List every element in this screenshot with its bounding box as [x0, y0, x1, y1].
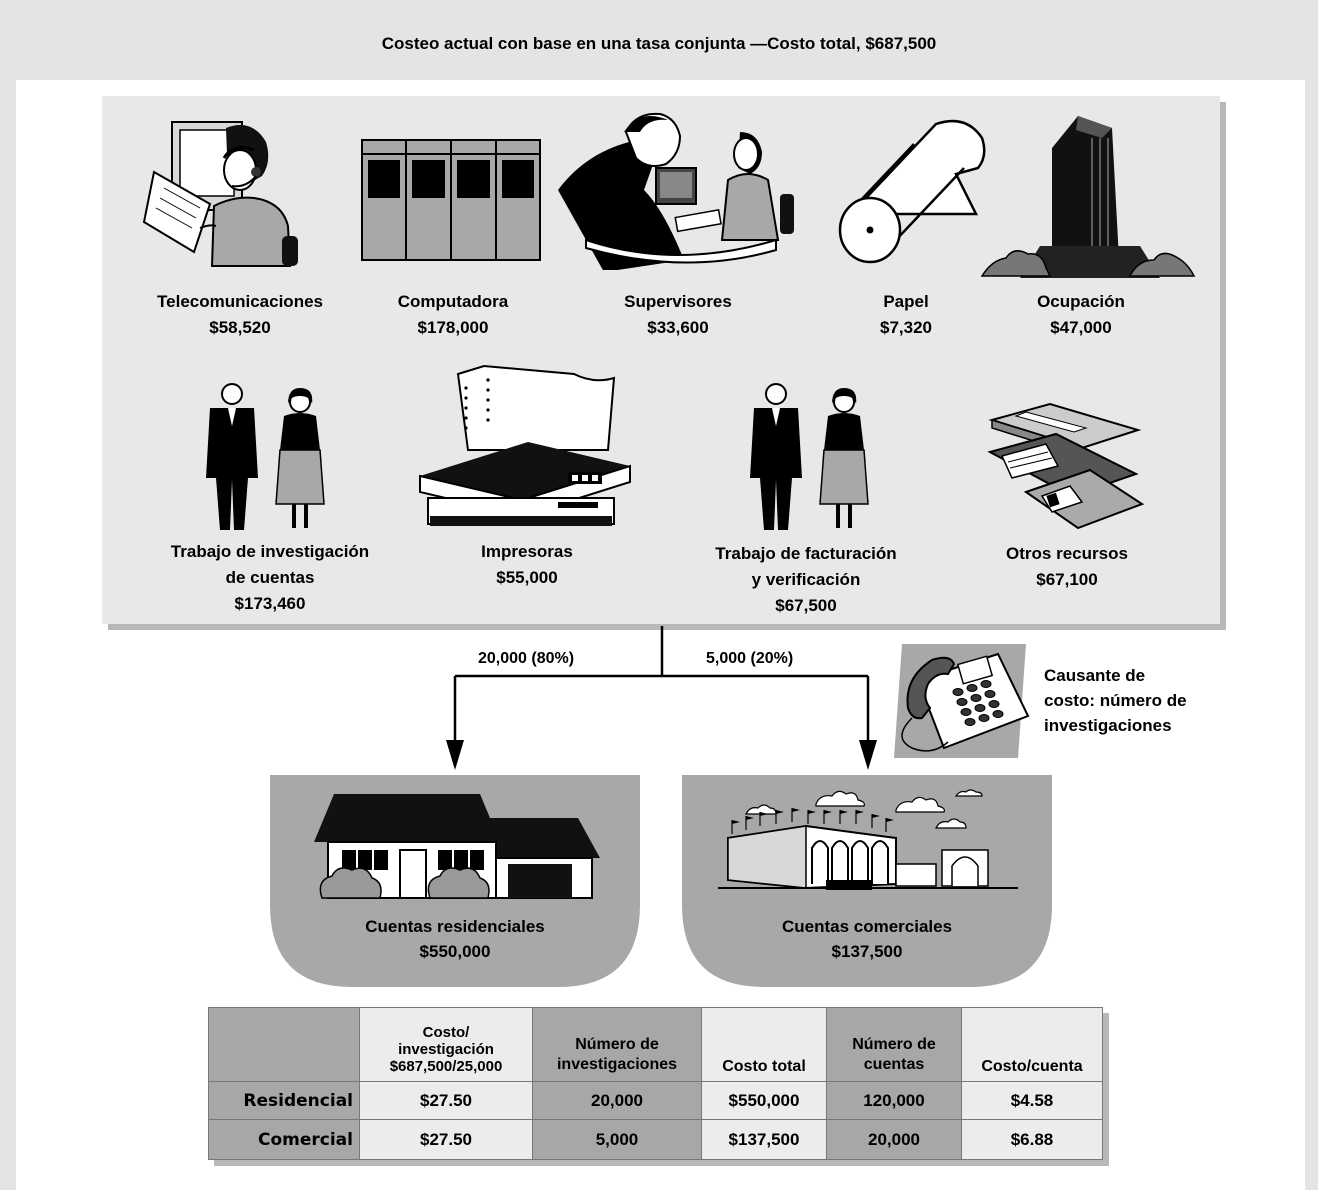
cell-accounts: 20,000 — [826, 1119, 962, 1160]
supervisors-icon — [558, 112, 794, 270]
resource-telecom-label: Telecomunicaciones$58,520 — [157, 292, 323, 337]
table-corner-cell — [208, 1007, 360, 1082]
building-icon — [980, 116, 1196, 278]
telephone-operator-icon — [142, 121, 298, 267]
table-row: Comercial $27.50 5,000 $137,500 20,000 $… — [208, 1119, 1103, 1160]
resource-computer-label: Computadora$178,000 — [397, 292, 509, 337]
table-header-row: Costo/ investigación $687,500/25,000 Núm… — [208, 1007, 1103, 1082]
house-icon — [314, 794, 600, 899]
header-cost-per-account: Costo/cuenta — [961, 1007, 1103, 1082]
cell-cost-per-account: $6.88 — [961, 1119, 1103, 1160]
cell-cost-per-inquiry: $27.50 — [359, 1119, 533, 1160]
cell-cost-per-inquiry: $27.50 — [359, 1081, 533, 1120]
row-label-commercial: Comercial — [208, 1119, 360, 1160]
flow-label-residential: 20,000 (80%) — [478, 650, 575, 667]
resource-printers-label: Impresoras$55,000 — [481, 542, 573, 587]
cell-total-cost: $137,500 — [701, 1119, 827, 1160]
commercial-accounts-label: Cuentas comerciales $137,500 — [781, 917, 953, 961]
header-total-cost: Costo total — [701, 1007, 827, 1082]
cell-cost-per-account: $4.58 — [961, 1081, 1103, 1120]
cell-inquiries: 20,000 — [532, 1081, 702, 1120]
floppy-disks-icon — [987, 402, 1145, 530]
computer-cabinets-icon — [361, 139, 541, 261]
resource-occupancy-label: Ocupación$47,000 — [1037, 292, 1125, 337]
table-row: Residencial $27.50 20,000 $550,000 120,0… — [208, 1081, 1103, 1120]
header-number-of-inquiries: Número de investigaciones — [532, 1007, 702, 1082]
figure-title: Costeo actual con base en una tasa conju… — [381, 34, 937, 53]
workers-icon — [750, 383, 869, 530]
arrowhead-right — [859, 740, 877, 770]
cell-total-cost: $550,000 — [701, 1081, 827, 1120]
resource-supervisors-label: Supervisores$33,600 — [624, 292, 732, 337]
workers-icon — [206, 383, 325, 530]
commercial-building-icon — [718, 789, 1018, 890]
cell-inquiries: 5,000 — [532, 1119, 702, 1160]
residential-accounts-label: Cuentas residenciales $550,000 — [365, 917, 545, 961]
cost-driver-label: Causante de costo: número de investigaci… — [1044, 666, 1187, 735]
flow-label-commercial: 5,000 (20%) — [706, 650, 794, 667]
resource-paper-label: Papel$7,320 — [880, 292, 932, 337]
resource-other-label: Otros recursos$67,100 — [1006, 544, 1128, 589]
cell-accounts: 120,000 — [826, 1081, 962, 1120]
header-number-of-accounts: Número de cuentas — [826, 1007, 962, 1082]
row-label-residential: Residencial — [208, 1081, 360, 1120]
paper-roll-icon — [838, 119, 986, 264]
cost-summary-table: Costo/ investigación $687,500/25,000 Núm… — [208, 1007, 1103, 1160]
telephone-icon — [894, 644, 1030, 758]
arrowhead-left — [446, 740, 464, 770]
printer-icon — [419, 364, 631, 526]
header-cost-per-inquiry: Costo/ investigación $687,500/25,000 — [359, 1007, 533, 1082]
